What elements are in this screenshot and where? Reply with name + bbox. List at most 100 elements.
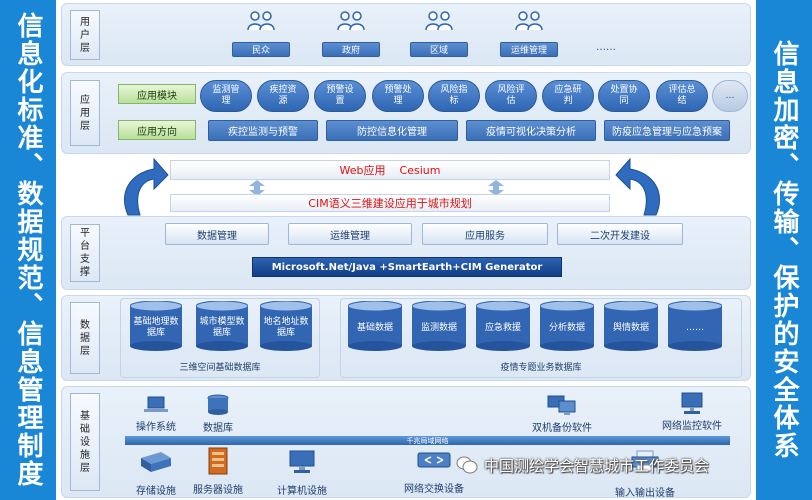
- user-item-1[interactable]: 政府: [322, 42, 380, 57]
- server-label: 服务器设施: [193, 485, 243, 496]
- database-label: 数据库: [203, 423, 233, 434]
- platform-item-3[interactable]: 二次开发建设: [557, 223, 683, 245]
- io-label: 输入输出设备: [615, 488, 675, 499]
- infra-layer-label: 基础设施层: [70, 393, 100, 491]
- app-module-4[interactable]: 风险指标: [428, 80, 480, 112]
- app-module-2[interactable]: 预警设置: [314, 80, 366, 112]
- topic-db-1-cylinder: [412, 301, 466, 351]
- spatial-db-2[interactable]: 地名地址数据库: [263, 317, 309, 338]
- topic-db-2[interactable]: 应急救援: [484, 322, 521, 333]
- monitor-software-label: 网络监控软件: [662, 421, 722, 432]
- topic-db-3[interactable]: 分析数据: [548, 322, 585, 333]
- app-direction-3[interactable]: 防疫应急管理与应急预案: [604, 120, 730, 141]
- user-group-icon: [515, 11, 543, 31]
- topic-db-4-cylinder: [604, 301, 658, 351]
- cim-app-text: CIM语义三维建设应用于城市规划: [308, 197, 472, 210]
- backup-item: 双机备份软件: [520, 394, 604, 434]
- network-monitor-icon: [681, 392, 703, 414]
- database-item: 数据库: [190, 394, 246, 434]
- wechat-icon: [456, 456, 478, 474]
- topic-db-caption: 疫情专题业务数据库: [500, 363, 582, 373]
- platform-item-1[interactable]: 运维管理: [288, 223, 412, 245]
- spatial-db-1-cylinder: [196, 301, 248, 351]
- right-banner: 信息加密、传输、保护的安全体系: [756, 0, 812, 500]
- topic-db-3-cylinder: [540, 301, 594, 351]
- computer-item: 计算机设施: [266, 450, 338, 497]
- backup-label: 双机备份软件: [532, 423, 592, 434]
- spatial-db-0[interactable]: 基础地理数据库: [133, 317, 179, 338]
- user-group-icon: [425, 11, 453, 31]
- user-item-3[interactable]: 运维管理: [500, 42, 558, 57]
- web-app-bar: Web应用 Cesium: [170, 160, 610, 180]
- right-banner-text: 信息加密、传输、保护的安全体系: [769, 40, 799, 460]
- topic-db-group: [340, 298, 742, 378]
- web-app-text: Web应用 Cesium: [339, 164, 441, 177]
- user-group-icon: [337, 11, 365, 31]
- app-module-6[interactable]: 应急研判: [542, 80, 594, 112]
- server-icon: [208, 447, 228, 475]
- topic-db-2-cylinder: [476, 301, 530, 351]
- data-layer-label: 数据层: [70, 302, 100, 374]
- user-item-0[interactable]: 民众: [232, 42, 290, 57]
- topic-db-4[interactable]: 舆情数据: [612, 322, 649, 333]
- cim-app-bar: CIM语义三维建设应用于城市规划: [170, 194, 610, 212]
- user-item-more: ……: [596, 42, 616, 53]
- user-layer-label: 用户层: [70, 10, 100, 60]
- left-banner-text: 信息化标准、数据规范、信息管理制度: [13, 12, 43, 488]
- topic-db-5[interactable]: ……: [686, 322, 704, 333]
- app-direction-0[interactable]: 疾控监测与预警: [208, 120, 318, 141]
- app-module-label: 应用模块: [118, 84, 196, 104]
- platform-stack-bar: Microsoft.Net/Java +SmartEarth+CIM Gener…: [252, 257, 562, 277]
- network-bar: 千兆局域网络: [125, 436, 730, 445]
- app-layer-label: 应用层: [70, 80, 100, 146]
- app-module-8[interactable]: 评估总结: [656, 80, 708, 112]
- network-text: 千兆局域网络: [406, 436, 449, 445]
- storage-icon: [141, 452, 171, 472]
- topic-db-5-cylinder: [668, 301, 722, 351]
- printer-icon: [631, 450, 659, 472]
- app-module-9[interactable]: …: [712, 80, 748, 112]
- spatial-db-0-cylinder: [130, 301, 182, 351]
- spatial-db-1[interactable]: 城市模型数据库: [199, 317, 245, 338]
- storage-item: 存储设施: [124, 450, 188, 497]
- platform-stack-text: Microsoft.Net/Java +SmartEarth+CIM Gener…: [271, 261, 543, 273]
- app-direction-2[interactable]: 疫情可视化决策分析: [466, 120, 596, 141]
- topic-db-1[interactable]: 监测数据: [420, 322, 457, 333]
- spatial-db-2-cylinder: [260, 301, 312, 351]
- io-item: 输入输出设备: [600, 450, 690, 499]
- switch-item: 网络交换设备: [392, 450, 476, 496]
- left-cycle-arrow: [123, 157, 169, 216]
- platform-item-0[interactable]: 数据管理: [165, 223, 269, 245]
- right-cycle-arrow: [615, 157, 661, 216]
- app-module-3[interactable]: 预警处理: [372, 80, 424, 112]
- spatial-db-group: [120, 298, 320, 378]
- user-group-icon: [247, 11, 275, 31]
- network-switch-icon: [417, 452, 451, 468]
- left-banner: 信息化标准、数据规范、信息管理制度: [0, 0, 56, 500]
- topic-db-0-cylinder: [348, 301, 402, 351]
- app-module-5[interactable]: 风险评估: [485, 80, 537, 112]
- app-module-7[interactable]: 处置协同: [598, 80, 650, 112]
- user-layer: [61, 3, 751, 66]
- platform-item-2[interactable]: 应用服务: [422, 223, 548, 245]
- dual-monitor-icon: [547, 395, 576, 415]
- platform-layer-label: 平台支撑: [70, 224, 100, 282]
- watermark-text: 中国测绘学会智慧城市工作委员会: [484, 456, 710, 475]
- switch-label: 网络交换设备: [404, 484, 464, 495]
- laptop-icon: [144, 396, 168, 412]
- topic-db-0[interactable]: 基础数据: [356, 322, 393, 333]
- os-label: 操作系统: [136, 422, 176, 433]
- user-item-2[interactable]: 区域: [410, 42, 468, 57]
- app-module-1[interactable]: 疾控资源: [257, 80, 309, 112]
- watermark: 中国测绘学会智慧城市工作委员会: [456, 454, 796, 476]
- storage-label: 存储设施: [136, 486, 176, 497]
- monitor-software-item: 网络监控软件: [650, 392, 734, 434]
- os-item: 操作系统: [128, 396, 184, 433]
- app-module-0[interactable]: 监测管理: [200, 80, 252, 112]
- spatial-db-caption: 三维空间基础数据库: [179, 363, 261, 373]
- app-direction-label: 应用方向: [118, 120, 196, 140]
- app-direction-1[interactable]: 防控信息化管理: [326, 120, 458, 141]
- computer-icon: [289, 450, 315, 473]
- server-item: 服务器设施: [186, 447, 250, 496]
- up-down-arrow-left: [249, 180, 265, 196]
